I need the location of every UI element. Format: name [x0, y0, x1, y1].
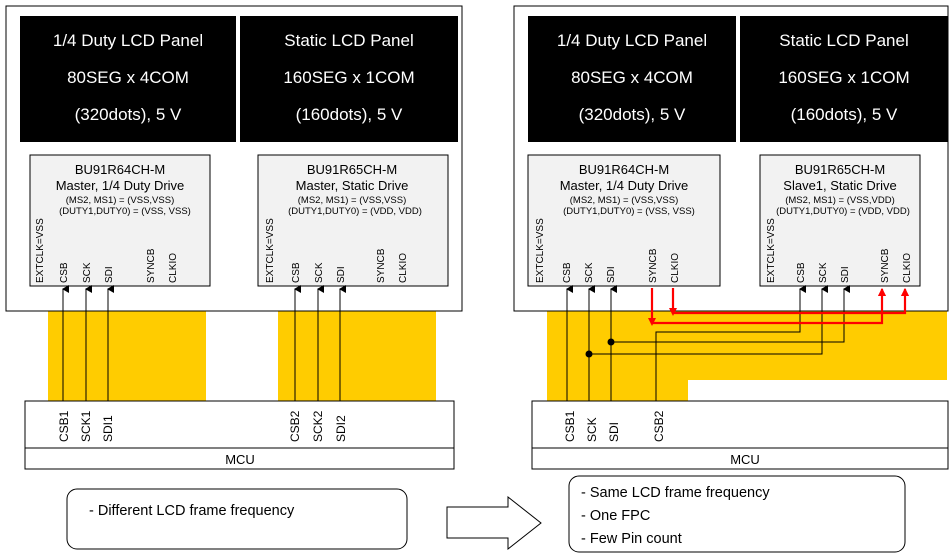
pin-clkio: CLKIO: [902, 253, 913, 283]
chip-ms-setting: (MS2, MS1) = (VSS,VDD): [785, 195, 895, 206]
pin-syncb: SYNCB: [376, 248, 387, 283]
bus-lines-left: [62, 285, 346, 401]
panel-size: 160SEG x 1COM: [283, 68, 414, 87]
chip-name: BU91R64CH-M: [75, 162, 165, 177]
mcu-pin-sdi2: SDI2: [334, 415, 348, 442]
chip-duty-setting: (DUTY1,DUTY0) = (VSS, VSS): [59, 206, 191, 217]
chip-ms-setting: (MS2, MS1) = (VSS,VSS): [66, 195, 175, 206]
panel-size: 80SEG x 4COM: [67, 68, 189, 87]
driver-chip-1: [29, 154, 211, 287]
fpc-left-2: [278, 310, 436, 402]
panel-size: 80SEG x 4COM: [571, 68, 693, 87]
pin-syncb: SYNCB: [146, 248, 157, 283]
note-box-left: [66, 488, 408, 550]
mcu-pin-sck1: SCK1: [79, 410, 93, 442]
mcu-pin-csb2: CSB2: [288, 410, 302, 442]
chip-name: BU91R64CH-M: [579, 162, 669, 177]
pin-sdi: SDI: [104, 266, 115, 283]
junction-dot: [585, 350, 593, 358]
pin-extclk: EXTCLK=VSS: [535, 218, 546, 283]
lcd-panel-duty: [20, 16, 236, 142]
pin-sdi: SDI: [336, 266, 347, 283]
pin-sck: SCK: [82, 262, 93, 283]
chip-name: BU91R65CH-M: [307, 162, 397, 177]
fpc-left-1: [48, 310, 206, 402]
pin-syncb: SYNCB: [880, 248, 891, 283]
lcd-panel-static: [740, 16, 948, 142]
pin-csb: CSB: [562, 262, 573, 283]
note-line: - Few Pin count: [581, 531, 682, 547]
chip-role: Master, Static Drive: [296, 178, 409, 193]
panel-size: 160SEG x 1COM: [778, 68, 909, 87]
pin-csb: CSB: [291, 262, 302, 283]
pin-sck: SCK: [818, 262, 829, 283]
panel-title: Static LCD Panel: [284, 31, 413, 50]
mcu-label: MCU: [225, 452, 255, 467]
mcu-pin-sck2: SCK2: [311, 410, 325, 442]
chip-duty-setting: (DUTY1,DUTY0) = (VSS, VSS): [563, 206, 695, 217]
chip-role: Master, 1/4 Duty Drive: [56, 178, 185, 193]
panel-spec: (160dots), 5 V: [296, 105, 403, 124]
chip-duty-setting: (DUTY1,DUTY0) = (VDD, VDD): [288, 206, 422, 217]
note-line: - Same LCD frame frequency: [581, 485, 770, 501]
chip-duty-setting: (DUTY1,DUTY0) = (VDD, VDD): [776, 206, 910, 217]
note-line: - Different LCD frame frequency: [89, 503, 295, 519]
driver-chip-2: [759, 154, 921, 287]
chip-role: Slave1, Static Drive: [783, 178, 896, 193]
chip-role: Master, 1/4 Duty Drive: [560, 178, 689, 193]
pin-sck: SCK: [314, 262, 325, 283]
pin-clkio: CLKIO: [398, 253, 409, 283]
mcu-box-right: [531, 400, 949, 470]
driver-chip-2: [257, 154, 449, 287]
panel-spec: (320dots), 5 V: [579, 105, 686, 124]
sync-arrow: [878, 288, 886, 296]
mcu-pin-csb1: CSB1: [57, 410, 71, 442]
mcu-label: MCU: [730, 452, 760, 467]
right-configuration: 1/4 Duty LCD Panel 80SEG x 4COM (320dots…: [513, 5, 949, 553]
note-line: - One FPC: [581, 508, 650, 524]
pin-sdi: SDI: [840, 266, 851, 283]
mcu-pin-csb1: CSB1: [563, 410, 577, 442]
pin-extclk: EXTCLK=VSS: [265, 218, 276, 283]
pin-csb: CSB: [796, 262, 807, 283]
pin-csb: CSB: [59, 262, 70, 283]
sync-arrow: [901, 288, 909, 296]
mcu-pin-csb2: CSB2: [652, 410, 666, 442]
mcu-pin-sck: SCK: [585, 417, 599, 442]
note-box-right: [568, 475, 906, 553]
pin-extclk: EXTCLK=VSS: [766, 218, 777, 283]
panel-spec: (160dots), 5 V: [791, 105, 898, 124]
mcu-pin-sdi: SDI: [607, 422, 621, 442]
lcd-panel-static: [240, 16, 458, 142]
left-configuration: 1/4 Duty LCD Panel 80SEG x 4COM (320dots…: [5, 5, 463, 550]
chip-ms-setting: (MS2, MS1) = (VSS,VSS): [298, 195, 407, 206]
chip-ms-setting: (MS2, MS1) = (VSS,VSS): [570, 195, 679, 206]
panel-title: Static LCD Panel: [779, 31, 908, 50]
pin-sck: SCK: [584, 262, 595, 283]
sync-arrow: [648, 318, 656, 326]
fpc-right: [547, 310, 947, 402]
junction-dot: [607, 338, 615, 346]
pin-sdi: SDI: [606, 266, 617, 283]
transition-arrow: [446, 495, 542, 551]
pin-extclk: EXTCLK=VSS: [35, 218, 46, 283]
mcu-box-left: [24, 400, 455, 470]
pin-clkio: CLKIO: [670, 253, 681, 283]
chip-name: BU91R65CH-M: [795, 162, 885, 177]
pin-syncb: SYNCB: [648, 248, 659, 283]
pin-clkio: CLKIO: [168, 253, 179, 283]
mcu-pin-sdi1: SDI1: [101, 415, 115, 442]
panel-spec: (320dots), 5 V: [75, 105, 182, 124]
lcd-panel-duty: [528, 16, 736, 142]
panel-title: 1/4 Duty LCD Panel: [53, 31, 203, 50]
driver-chip-1: [527, 154, 721, 287]
panel-title: 1/4 Duty LCD Panel: [557, 31, 707, 50]
sync-arrow: [669, 308, 677, 316]
